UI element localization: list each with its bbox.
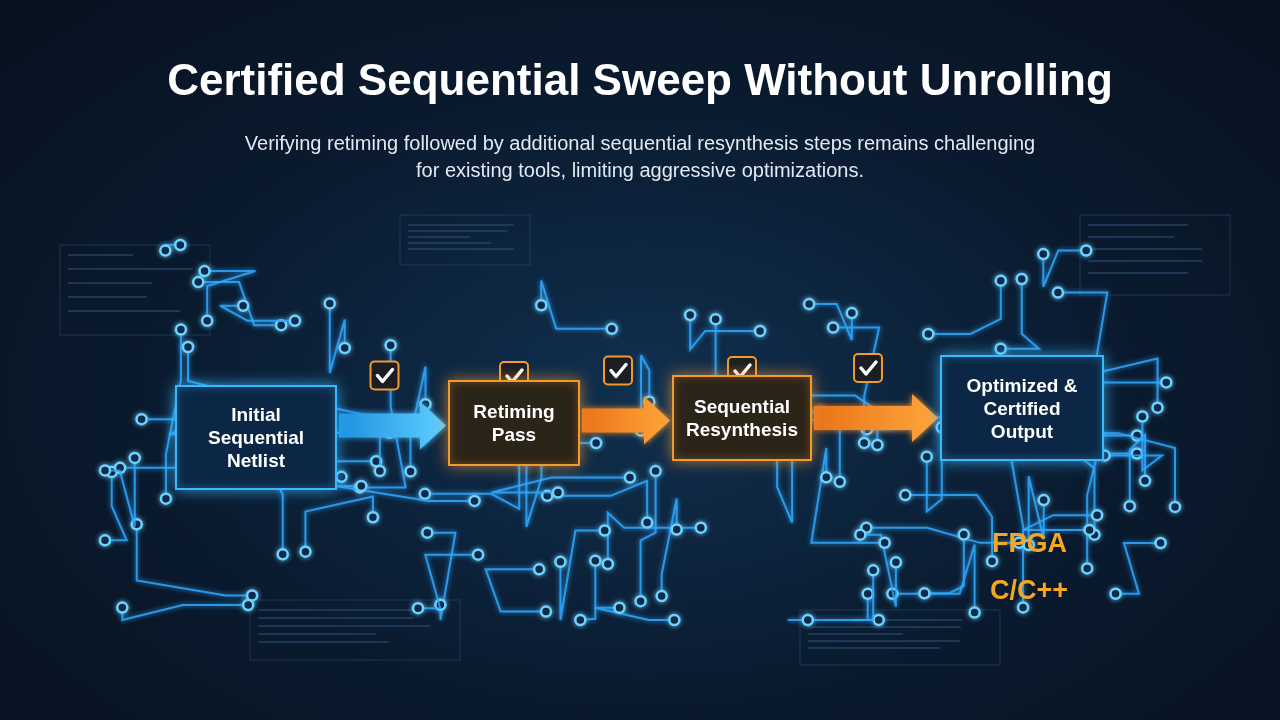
box-label: Initial Sequential Netlist (189, 403, 323, 472)
bg-panel (1080, 215, 1230, 295)
bg-text-line (258, 625, 431, 627)
bg-text-line (808, 633, 903, 635)
flow-arrow (814, 394, 938, 442)
bg-text-line (808, 640, 960, 642)
process-box: Retiming Pass (448, 380, 580, 466)
box-label: Optimized & Certified Output (954, 374, 1090, 443)
bg-text-line (408, 236, 470, 238)
bg-text-line (1088, 272, 1188, 274)
bg-text-line (408, 224, 514, 226)
bg-panel (400, 215, 530, 265)
platform-label: FPGA (992, 528, 1067, 559)
check-badge (371, 362, 399, 390)
bg-text-line (1088, 248, 1202, 250)
process-box: Sequential Resynthesis (672, 375, 812, 461)
check-badge (854, 354, 882, 382)
bg-text-line (408, 242, 491, 244)
bg-text-line (68, 268, 193, 270)
bg-text-line (258, 617, 413, 619)
bg-text-line (68, 254, 133, 256)
circuit-traces (100, 240, 1180, 625)
bg-text-line (1088, 260, 1202, 262)
process-box: Initial Sequential Netlist (175, 385, 337, 490)
bg-text-line (68, 310, 180, 312)
bg-text-line (258, 641, 389, 643)
bg-panel (60, 245, 210, 335)
platform-label: C/C++ (990, 575, 1068, 606)
box-label: Sequential Resynthesis (686, 395, 798, 441)
bg-text-line (258, 633, 376, 635)
check-badge (604, 357, 632, 385)
flow-arrow (339, 402, 446, 450)
bg-text-line (68, 282, 152, 284)
bg-text-line (258, 609, 418, 611)
title: Certified Sequential Sweep Without Unrol… (0, 55, 1280, 105)
bg-text-line (808, 626, 961, 628)
bg-text-line (808, 647, 940, 649)
flow-arrow (582, 397, 670, 445)
bg-panel (800, 610, 1000, 665)
bg-text-line (408, 230, 507, 232)
bg-text-line (68, 296, 147, 298)
process-box: Optimized & Certified Output (940, 355, 1104, 461)
bg-text-line (1088, 236, 1174, 238)
box-label: Retiming Pass (462, 400, 566, 446)
bg-text-line (408, 248, 514, 250)
bg-text-line (1088, 224, 1188, 226)
subtitle: Verifying retiming followed by additiona… (240, 130, 1040, 184)
